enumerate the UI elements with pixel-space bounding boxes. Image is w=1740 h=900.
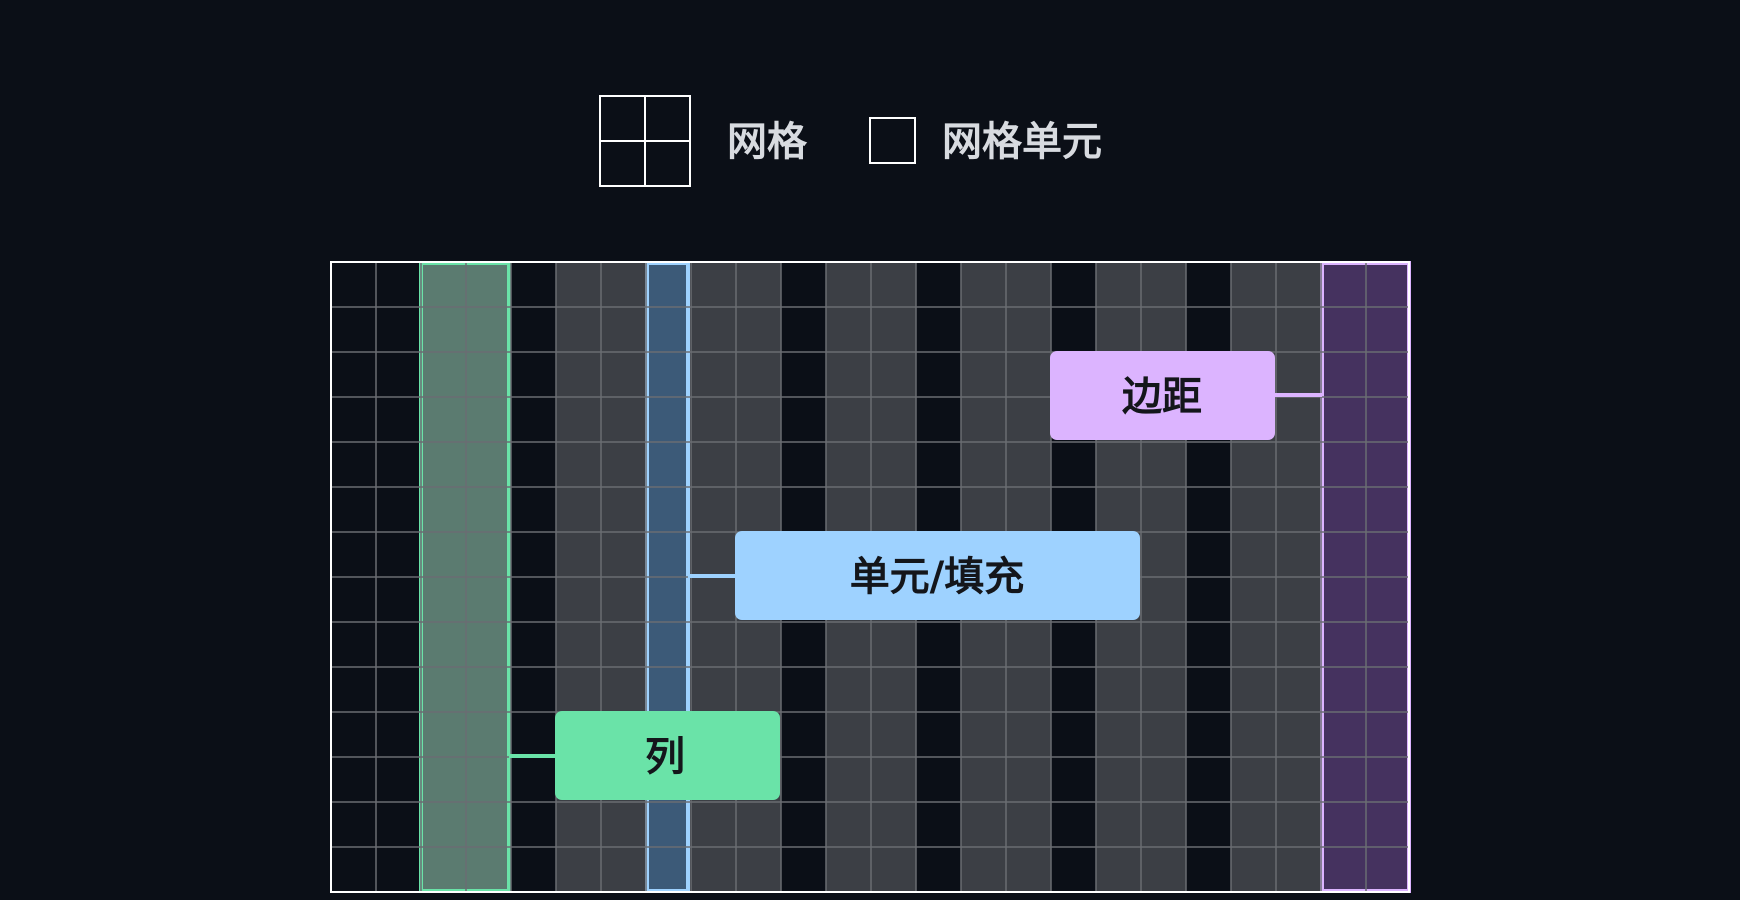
column-callout: 列 [509,711,780,800]
gutter-label-box [735,531,1140,620]
margin-label: 边距 [1122,374,1202,420]
legend: 网格 网格单元 [599,95,1102,187]
grid-legend-label: 网格 [727,119,808,165]
column-label-box [555,711,780,800]
margin-callout: 边距 [1050,351,1322,440]
cell-legend-label: 网格单元 [942,119,1102,165]
margin-label-box [1050,351,1275,440]
grid-legend-icon [599,95,691,187]
gutter-label: 单元/填充 [850,554,1025,600]
grid-border [330,261,1410,893]
cell-legend-icon [869,117,916,164]
column-label: 列 [645,734,685,780]
gutter-callout: 单元/填充 [688,531,1140,620]
